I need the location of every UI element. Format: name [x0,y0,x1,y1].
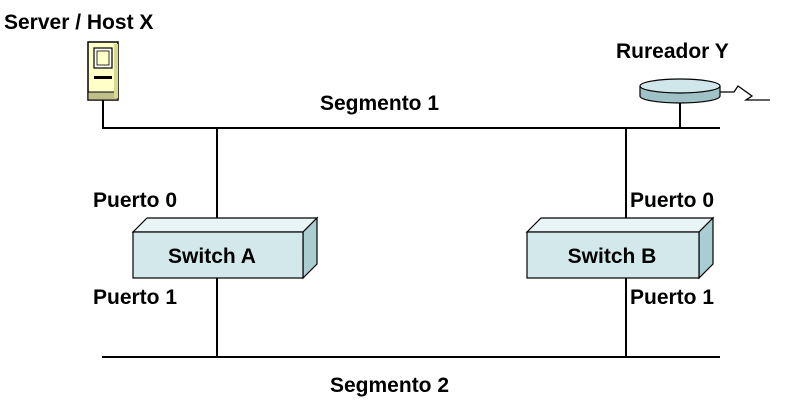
switch-a-port-1-label: Puerto 1 [93,286,177,309]
switch-b-port-1-label: Puerto 1 [630,286,714,309]
router-label: Rureador Y [616,40,729,63]
segment-2-label: Segmento 2 [330,374,449,397]
segment-1-label: Segmento 1 [320,92,439,115]
switch-b-box: Switch B [525,216,715,280]
server-icon [87,41,119,101]
switch-b-label: Switch B [568,245,657,268]
switch-a-label: Switch A [168,245,256,268]
host-label: Server / Host X [4,11,153,34]
switch-a-box: Switch A [131,216,319,280]
router-icon [639,78,770,104]
switch-b-port-0-label: Puerto 0 [630,189,714,212]
switch-a-port-0-label: Puerto 0 [93,189,177,212]
